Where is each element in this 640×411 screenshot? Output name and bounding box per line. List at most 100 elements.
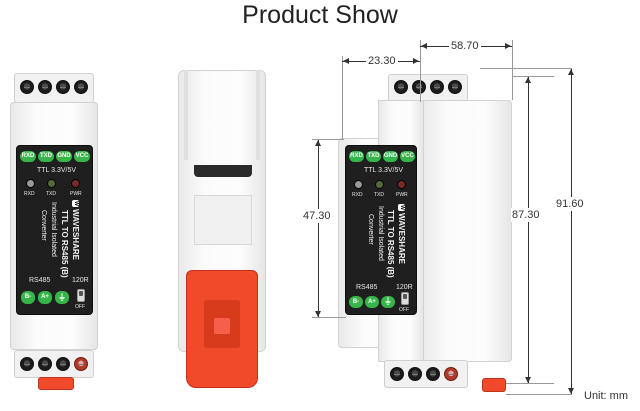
rxd-led xyxy=(26,179,35,188)
screw-icon xyxy=(430,80,444,94)
pin-label: GND xyxy=(56,151,72,162)
dimension-line xyxy=(528,77,529,383)
model-label: TTL TO RS485 (B) xyxy=(60,210,69,278)
side-groove xyxy=(194,165,252,177)
front-panel: RXD TXD GND VCC TTL 3.3V/5V RXD TXD PWR … xyxy=(345,145,417,315)
switch-state-label: OFF xyxy=(399,307,409,313)
arrow-left-icon xyxy=(421,43,427,49)
led-label: PWR xyxy=(70,191,82,197)
extension-line xyxy=(342,56,343,140)
rs485-label: RS485 xyxy=(29,277,51,284)
side-ridge xyxy=(184,70,188,160)
extension-line xyxy=(480,68,572,69)
pin-label: RXD xyxy=(349,151,364,162)
pin-label: TXD xyxy=(38,151,54,162)
arrow-down-icon xyxy=(315,311,321,317)
subtitle-label: Converter xyxy=(40,210,47,241)
led-label: PWR xyxy=(396,192,408,198)
screw-icon xyxy=(408,367,422,381)
brand-label: WWAVESHARE xyxy=(397,204,406,264)
rear-housing xyxy=(420,100,512,362)
dimension-line xyxy=(318,140,319,317)
waveshare-logo-icon: W xyxy=(71,200,79,207)
ground-icon: ⏚ xyxy=(381,296,395,308)
dimension-total-height: 91.60 xyxy=(555,197,585,211)
dimension-depth: 58.70 xyxy=(449,40,481,52)
voltage-label: TTL 3.3V/5V xyxy=(37,167,77,174)
voltage-label: TTL 3.3V/5V xyxy=(364,167,404,174)
screw-icon xyxy=(412,80,426,94)
side-slot xyxy=(194,195,252,245)
resistor-label: 120R xyxy=(396,284,413,291)
pwr-led xyxy=(71,179,80,188)
extension-line xyxy=(420,40,421,102)
screw-icon xyxy=(20,357,34,371)
arrow-up-icon xyxy=(315,140,321,146)
arrow-down-icon xyxy=(568,388,574,394)
screw-icon xyxy=(20,80,34,94)
bus-pin-label: A+ xyxy=(38,291,52,304)
arrow-down-icon xyxy=(525,377,531,383)
subtitle-label: Industrial Isolated xyxy=(377,206,384,261)
screw-icon xyxy=(390,367,404,381)
extension-line xyxy=(512,40,513,100)
subtitle-label: Industrial Isolated xyxy=(50,202,57,257)
subtitle-label: Converter xyxy=(367,214,374,245)
pwr-led xyxy=(397,180,406,189)
txd-led xyxy=(375,180,384,189)
dimension-width-front: 23.30 xyxy=(366,55,398,67)
dimension-body-height: 87.30 xyxy=(511,208,541,222)
termination-switch xyxy=(401,292,409,305)
screw-icon xyxy=(74,80,88,94)
screw-icon xyxy=(56,357,70,371)
led-label: TXD xyxy=(374,192,384,198)
arrow-up-icon xyxy=(568,69,574,75)
ground-icon: ⏚ xyxy=(55,291,69,304)
led-label: RXD xyxy=(24,191,35,197)
led-label: TXD xyxy=(46,191,56,197)
dimension-face-height: 47.30 xyxy=(302,209,332,223)
page-title: Product Show xyxy=(242,1,398,29)
resistor-label: 120R xyxy=(72,277,89,284)
waveshare-logo-icon: W xyxy=(397,204,405,211)
clip-tab xyxy=(214,318,230,334)
din-clip xyxy=(38,377,74,390)
screw-icon xyxy=(38,80,52,94)
extension-line xyxy=(312,317,346,318)
screw-icon xyxy=(426,367,440,381)
led-label: RXD xyxy=(352,192,363,198)
termination-switch xyxy=(77,289,85,302)
screw-icon xyxy=(394,80,408,94)
front-panel: RXD TXD GND VCC TTL 3.3V/5V RXD TXD PWR … xyxy=(16,145,93,315)
dimension-line xyxy=(571,69,572,394)
arrow-up-icon xyxy=(525,77,531,83)
txd-led xyxy=(47,179,56,188)
side-ridge xyxy=(256,70,260,160)
screw-icon xyxy=(38,357,52,371)
rs485-label: RS485 xyxy=(356,284,378,291)
pin-label: VCC xyxy=(400,151,415,162)
rxd-led xyxy=(354,180,363,189)
pin-label: VCC xyxy=(74,151,90,162)
brand-label: WWAVESHARE xyxy=(71,200,80,260)
screw-icon xyxy=(74,357,88,371)
bus-pin-label: B- xyxy=(21,291,35,304)
arrow-left-icon xyxy=(343,58,349,64)
screw-icon xyxy=(444,367,458,381)
pin-label: GND xyxy=(383,151,398,162)
extension-line xyxy=(312,139,344,140)
arrow-right-icon xyxy=(505,43,511,49)
din-clip xyxy=(482,378,506,392)
pin-label: RXD xyxy=(20,151,36,162)
screw-icon xyxy=(448,80,462,94)
extension-line xyxy=(506,394,572,395)
switch-state-label: OFF xyxy=(75,304,85,310)
screw-icon xyxy=(56,80,70,94)
unit-label: Unit: mm xyxy=(584,390,628,402)
extension-line xyxy=(512,76,554,77)
extension-line xyxy=(506,383,554,384)
bus-pin-label: B- xyxy=(349,296,363,308)
arrow-right-icon xyxy=(413,58,419,64)
bus-pin-label: A+ xyxy=(365,296,379,308)
model-label: TTL TO RS485 (B) xyxy=(386,210,395,278)
